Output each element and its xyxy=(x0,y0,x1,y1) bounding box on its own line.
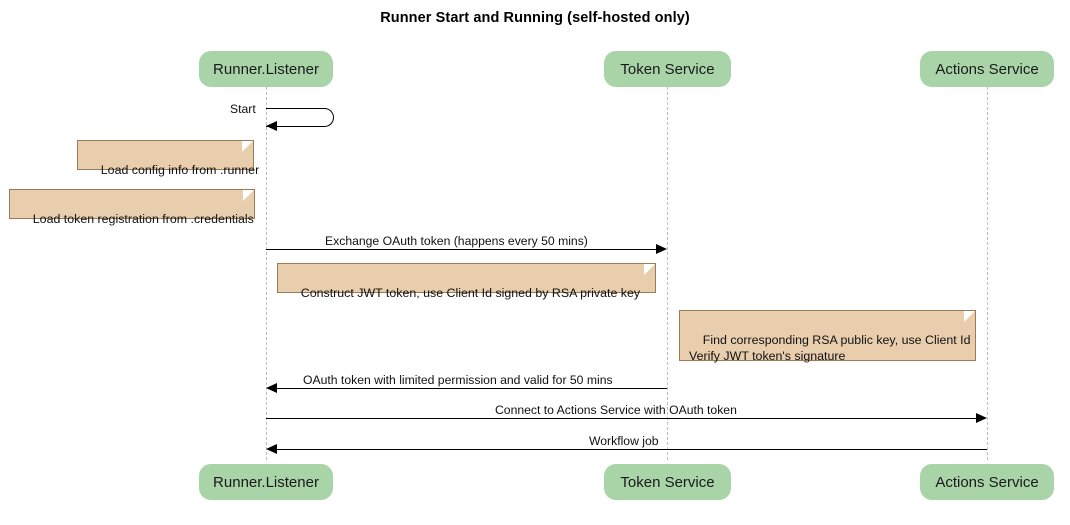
note-load-credentials: Load token registration from .credential… xyxy=(9,189,255,226)
message-line-oauth-return xyxy=(277,388,667,389)
participant-label: Token Service xyxy=(620,473,715,491)
participant-token-top[interactable]: Token Service xyxy=(604,51,731,87)
page-title: Runner Start and Running (self-hosted on… xyxy=(380,10,690,26)
message-label-workflow-job: Workflow job xyxy=(589,434,659,448)
participant-label: Actions Service xyxy=(935,473,1039,491)
message-label-exchange: Exchange OAuth token (happens every 50 m… xyxy=(325,234,588,248)
note-verify-jwt: Find corresponding RSA public key, use C… xyxy=(679,310,976,363)
participant-runner-top[interactable]: Runner.Listener xyxy=(199,51,333,87)
arrowhead-connect-actions xyxy=(976,412,987,423)
participant-actions-top[interactable]: Actions Service xyxy=(920,51,1054,87)
message-label-oauth-return: OAuth token with limited permission and … xyxy=(303,373,613,387)
participant-label: Runner.Listener xyxy=(213,60,319,78)
note-text: Load config info from .runner xyxy=(100,163,260,177)
participant-label: Actions Service xyxy=(935,60,1039,78)
note-fold-icon xyxy=(644,264,655,275)
message-line-workflow-job xyxy=(277,449,987,450)
participant-runner-bottom[interactable]: Runner.Listener xyxy=(199,464,333,500)
message-label-start: Start xyxy=(230,102,256,116)
lifeline-actions xyxy=(987,87,988,460)
lifeline-runner xyxy=(266,87,267,460)
arrowhead-oauth-return xyxy=(266,382,277,393)
note-load-config: Load config info from .runner xyxy=(77,140,259,177)
note-fold-icon xyxy=(243,190,254,201)
message-selfloop-start xyxy=(266,108,334,127)
arrowhead-start xyxy=(266,121,277,131)
note-text: Load token registration from .credential… xyxy=(32,212,254,226)
participant-label: Token Service xyxy=(620,60,715,78)
participant-label: Runner.Listener xyxy=(213,473,319,491)
arrowhead-workflow-job xyxy=(266,443,277,454)
arrowhead-exchange xyxy=(656,243,667,254)
message-label-connect-actions: Connect to Actions Service with OAuth to… xyxy=(495,403,737,417)
participant-actions-bottom[interactable]: Actions Service xyxy=(920,464,1054,500)
note-fold-icon xyxy=(242,141,253,152)
message-line-connect-actions xyxy=(266,418,976,419)
participant-token-bottom[interactable]: Token Service xyxy=(604,464,731,500)
note-text: Find corresponding RSA public key, use C… xyxy=(689,333,971,363)
note-construct-jwt: Construct JWT token, use Client Id signe… xyxy=(277,263,656,300)
note-fold-icon xyxy=(964,311,975,322)
note-text: Construct JWT token, use Client Id signe… xyxy=(300,286,641,300)
message-line-exchange xyxy=(266,249,656,250)
lifeline-token xyxy=(667,87,668,460)
